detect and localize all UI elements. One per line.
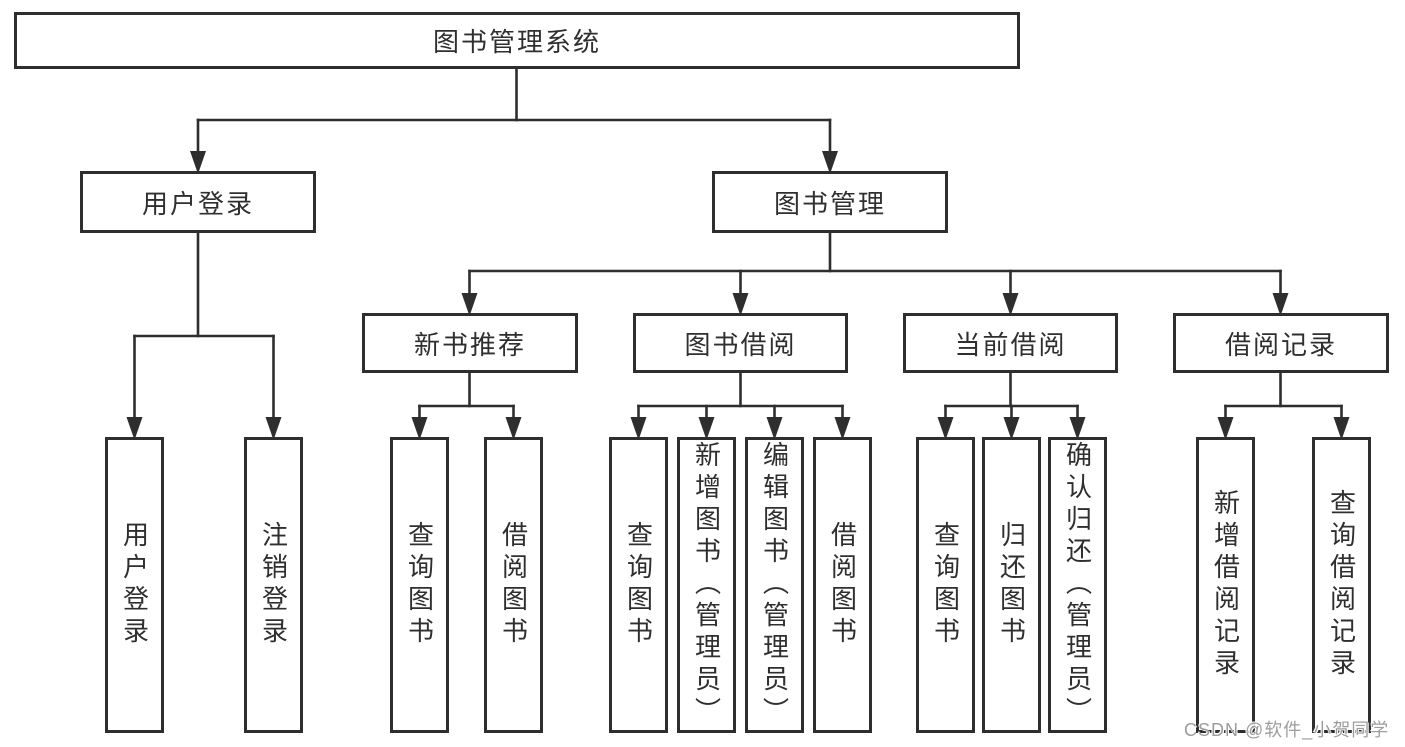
arrowhead-down-icon [766,417,783,440]
node-borrow-records: 借阅记录 [1173,313,1389,373]
node-book-mgmt: 图书管理 [712,171,948,233]
node-current-borrow: 当前借阅 [903,313,1118,373]
node-user-login: 用户登录 [80,171,316,233]
node-leaf-query-book-3: 查询图书 [916,437,975,733]
node-label-borrow-records: 借阅记录 [1224,329,1337,360]
node-label-leaf-query-book-1: 查询图书 [404,521,435,649]
node-label-leaf-query-book-2: 查询图书 [623,521,654,649]
node-root: 图书管理系统 [14,12,1020,69]
node-label-leaf-return-book: 归还图书 [996,521,1027,649]
node-label-current-borrow: 当前借阅 [954,329,1067,360]
node-leaf-borrow-book-1: 借阅图书 [484,437,543,733]
arrowhead-down-icon [411,417,428,440]
arrowhead-down-icon [1002,293,1019,316]
arrowhead-down-icon [698,417,715,440]
arrowhead-down-icon [1217,417,1234,440]
node-leaf-query-book-1: 查询图书 [390,437,449,733]
arrowhead-down-icon [265,417,282,440]
node-label-book-borrow: 图书借阅 [684,329,797,360]
arrowhead-down-icon [937,417,954,440]
node-leaf-logout: 注销登录 [244,437,303,733]
arrowhead-down-icon [834,417,851,440]
arrowhead-down-icon [505,417,522,440]
arrowhead-down-icon [126,417,143,440]
arrowhead-down-icon [1333,417,1350,440]
node-label-leaf-confirm-return: 确认归还（管理员） [1062,441,1093,729]
node-leaf-query-record: 查询借阅记录 [1312,437,1371,733]
node-label-new-book-rec: 新书推荐 [413,329,526,360]
arrowhead-down-icon [1069,417,1086,440]
node-new-book-rec: 新书推荐 [362,313,578,373]
arrowhead-down-icon [1272,293,1289,316]
arrowhead-down-icon [822,151,838,174]
node-leaf-query-book-2: 查询图书 [609,437,668,733]
node-book-borrow: 图书借阅 [633,313,848,373]
node-label-leaf-edit-book: 编辑图书（管理员） [759,441,790,729]
arrowhead-down-icon [1003,417,1020,440]
node-label-leaf-query-book-3: 查询图书 [930,521,961,649]
node-leaf-borrow-book-2: 借阅图书 [813,437,872,733]
node-leaf-confirm-return: 确认归还（管理员） [1048,437,1107,733]
arrowhead-down-icon [732,293,749,316]
csdn-watermark: CSDN @软件_小贺同学 [1184,720,1390,740]
node-label-leaf-add-book: 新增图书（管理员） [691,441,722,729]
node-label-leaf-query-record: 查询借阅记录 [1326,489,1357,681]
arrowhead-down-icon [190,151,206,174]
node-label-leaf-borrow-book-1: 借阅图书 [498,521,529,649]
node-leaf-user-login: 用户登录 [105,437,164,733]
node-label-user-login: 用户登录 [141,188,254,219]
node-label-root: 图书管理系统 [432,27,601,57]
node-label-leaf-user-login: 用户登录 [119,521,150,649]
node-label-leaf-add-record: 新增借阅记录 [1210,489,1241,681]
node-leaf-add-record: 新增借阅记录 [1196,437,1255,733]
node-leaf-edit-book: 编辑图书（管理员） [745,437,804,733]
node-label-leaf-logout: 注销登录 [258,521,289,649]
node-label-book-mgmt: 图书管理 [773,188,886,219]
arrowhead-down-icon [630,417,647,440]
node-leaf-return-book: 归还图书 [982,437,1041,733]
node-leaf-add-book: 新增图书（管理员） [677,437,736,733]
arrowhead-down-icon [461,293,478,316]
node-label-leaf-borrow-book-2: 借阅图书 [827,521,858,649]
